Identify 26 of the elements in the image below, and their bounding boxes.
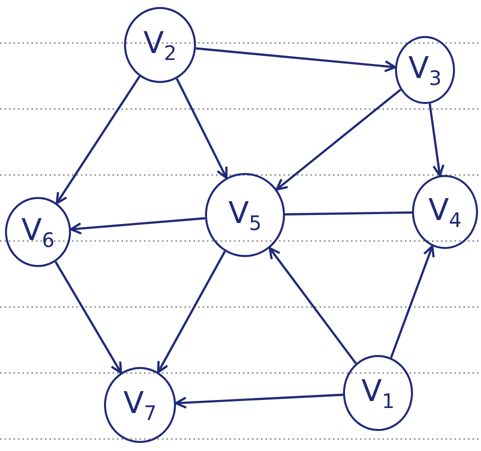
arrow	[390, 245, 435, 358]
vertex-label: V$_{4}$	[428, 192, 462, 232]
vertex-circle	[343, 355, 413, 431]
arrow	[56, 76, 140, 204]
arrow	[174, 394, 344, 409]
arrow	[428, 103, 444, 177]
connector-line	[284, 211, 412, 216]
arrow	[268, 246, 357, 364]
vertex-circle	[124, 7, 196, 83]
arrow	[54, 261, 122, 374]
vertex-circle	[205, 173, 285, 257]
vertex-label: V$_{3}$	[408, 50, 442, 90]
vertex-label: V$_{6}$	[21, 212, 55, 252]
arrow	[196, 47, 396, 72]
vertex-circle	[395, 36, 455, 104]
vertex-circle	[5, 197, 71, 267]
vertex-circle	[412, 175, 478, 249]
vertex-label: V$_{1}$	[361, 374, 395, 412]
vertex-label: V$_{2}$	[143, 26, 177, 64]
vertex-circle	[104, 367, 176, 443]
arrow	[176, 78, 228, 179]
vertex-label: V$_{7}$	[123, 386, 157, 424]
vertex-label: V$_{5}$	[228, 196, 262, 234]
arrow	[157, 250, 226, 374]
arrow	[70, 217, 206, 235]
arrow	[276, 88, 402, 191]
